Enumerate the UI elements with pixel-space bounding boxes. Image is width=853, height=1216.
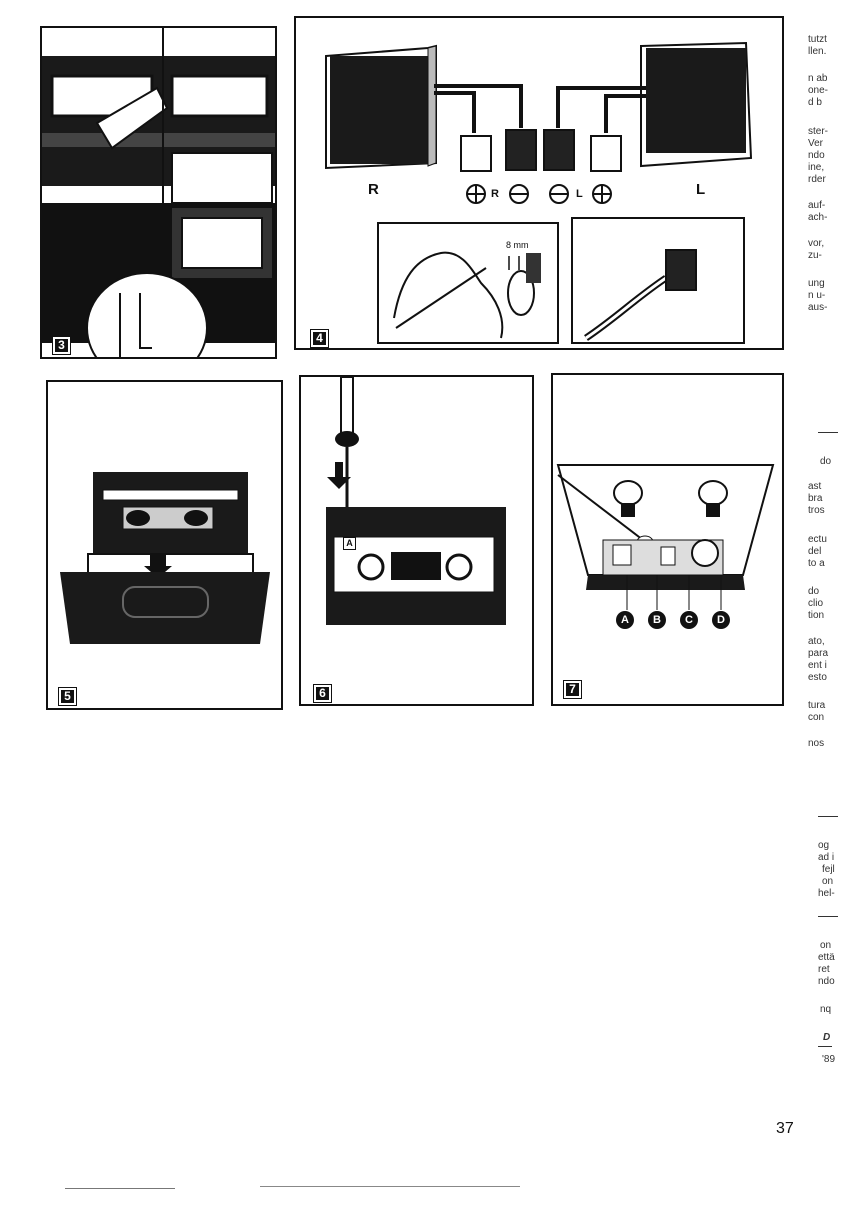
page-number: 37 — [776, 1120, 794, 1137]
margin-fragment: auf- — [808, 200, 826, 211]
margin-fragment: tura — [808, 700, 826, 711]
margin-fragment: ad i — [818, 852, 835, 863]
figure-number: 4 — [310, 329, 329, 348]
left-polarity-label: L — [576, 188, 583, 200]
figure-7-illustration — [556, 464, 775, 610]
margin-fragment: d b — [808, 97, 822, 108]
figure-5-panel: 5 — [46, 380, 283, 710]
margin-fragment: bra — [808, 493, 823, 504]
margin-fragment: con — [808, 712, 825, 723]
margin-fragment: para — [808, 648, 829, 659]
margin-fragment: fejl — [822, 864, 835, 875]
right-speaker-label: R — [368, 181, 379, 198]
margin-fragment: one- — [808, 85, 829, 96]
margin-fragment: tutzt — [808, 34, 827, 45]
margin-fragment: vor, — [808, 238, 825, 249]
section-divider — [818, 916, 838, 917]
margin-fragment: esto — [808, 672, 827, 683]
figure-3-panel: 3 — [40, 26, 277, 359]
margin-fragment: '89 — [822, 1054, 836, 1065]
margin-fragment: del — [808, 546, 822, 557]
figure-number: 5 — [58, 687, 77, 706]
margin-fragment: on — [820, 940, 832, 951]
part-a-label: A — [616, 611, 634, 629]
margin-fragment: hel- — [818, 888, 835, 899]
margin-fragment: aus- — [808, 302, 828, 313]
margin-fragment: ndo — [818, 976, 835, 987]
margin-fragment: ung — [808, 278, 825, 289]
margin-fragment: että — [818, 952, 835, 963]
margin-fragment: llen. — [808, 46, 827, 57]
section-divider — [818, 1046, 832, 1047]
margin-fragment: tros — [808, 505, 825, 516]
part-c-label: C — [680, 611, 698, 629]
figure-7-panel: A B C D 7 — [551, 373, 784, 706]
margin-fragment: on — [822, 876, 834, 887]
part-d-label: D — [712, 611, 730, 629]
margin-fragment: tion — [808, 610, 825, 621]
margin-fragment: n ab — [808, 73, 828, 84]
scan-artifact-line — [65, 1188, 175, 1189]
margin-fragment: nos — [808, 738, 825, 749]
right-polarity-label: R — [491, 188, 499, 200]
section-divider — [818, 816, 838, 817]
section-divider — [818, 432, 838, 433]
margin-fragment: do — [808, 586, 820, 597]
margin-fragment: ectu — [808, 534, 827, 545]
figure-5-illustration — [60, 472, 270, 644]
margin-fragment: ret — [818, 964, 830, 975]
margin-fragment: ach- — [808, 212, 828, 223]
margin-fragment: og — [818, 840, 830, 851]
cassette-side-label: A — [343, 537, 356, 550]
figure-number: 3 — [52, 336, 71, 355]
figure-4-illustration — [325, 41, 753, 344]
scan-artifact-line — [260, 1186, 520, 1187]
margin-fragment: ster- — [808, 126, 828, 137]
margin-fragment: ent i — [808, 660, 827, 671]
margin-fragment: to a — [808, 558, 825, 569]
margin-fragment: D — [823, 1032, 831, 1043]
margin-fragment: zu- — [808, 250, 822, 261]
margin-fragment: Ver — [808, 138, 824, 149]
margin-fragment: ato, — [808, 636, 825, 647]
left-speaker-label: L — [696, 181, 706, 198]
figure-4-panel: R L R L 8 mm 4 — [294, 16, 784, 350]
margin-fragment: ine, — [808, 162, 825, 173]
figure-number: 6 — [313, 684, 332, 703]
figure-3-illustration — [42, 28, 275, 357]
figure-6-panel: A 6 — [299, 375, 534, 706]
margin-fragment: ast — [808, 481, 822, 492]
margin-fragment: n u- — [808, 290, 826, 301]
figure-number: 7 — [563, 680, 582, 699]
margin-fragment: clio — [808, 598, 824, 609]
margin-fragment: do — [820, 456, 832, 467]
margin-fragment: nq — [820, 1004, 832, 1015]
figure-6-illustration — [326, 377, 506, 625]
margin-fragment: ndo — [808, 150, 825, 161]
part-b-label: B — [648, 611, 666, 629]
margin-fragment: rder — [808, 174, 826, 185]
measurement-label: 8 mm — [506, 240, 529, 250]
